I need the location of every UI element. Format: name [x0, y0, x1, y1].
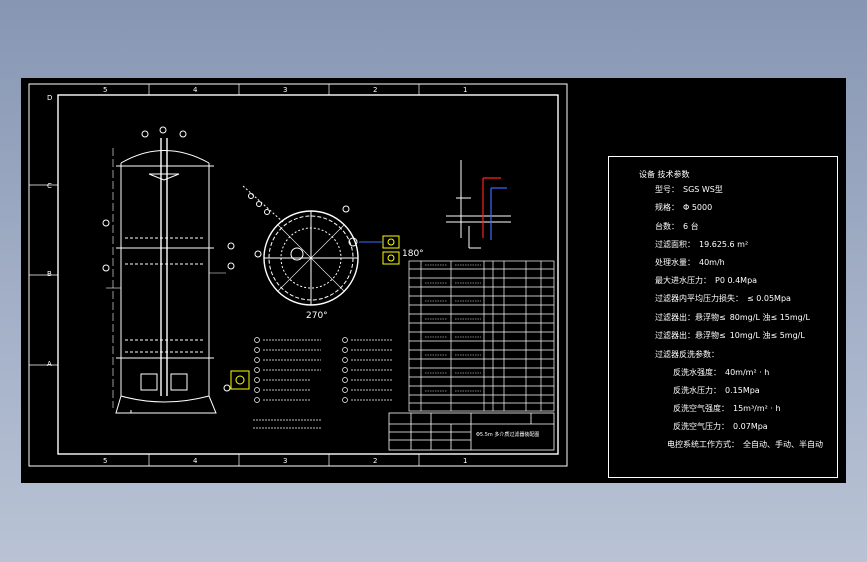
spec-line: 过滤器出：悬浮物≤10mg/L 浊≤ 5mg/L	[655, 330, 805, 341]
spec-value: 6 台	[683, 222, 699, 231]
zone-col-1: 1	[463, 86, 467, 94]
zone-col-1-bottom: 1	[463, 457, 467, 465]
spec-label: 型号：	[655, 185, 679, 194]
spec-heading: 设备 技术参数	[639, 170, 690, 179]
plan-angle-180: 180°	[402, 249, 424, 259]
spec-label: 台数：	[655, 222, 679, 231]
spec-line: 电控系统工作方式： 全自动、手动、半自动	[667, 439, 823, 450]
detail-view-blue	[490, 187, 507, 240]
spec-label: 电控系统工作方式：	[667, 440, 739, 449]
spec-label: 过滤器出：悬浮物≤	[655, 313, 726, 322]
spec-line: 最大进水压力： P0 0.4Mpa	[655, 275, 757, 286]
spec-value: ≤ 0.05Mpa	[747, 294, 791, 303]
title-block-drawing-title: Φ5.5m 多介质过滤器装配图	[476, 431, 539, 438]
spec-line: 反洗空气强度： 15m³/m² · h	[673, 403, 781, 414]
spec-label: 反洗水压力：	[673, 386, 721, 395]
zone-col-4: 4	[193, 86, 198, 94]
spec-line: 反洗水强度： 40m/m² · h	[673, 367, 769, 378]
zone-col-3-bottom: 3	[283, 457, 287, 465]
zone-col-5: 5	[103, 86, 107, 94]
drawing-canvas: 5 4 3 2 1 5 4 3 2 1 D C B A	[28, 83, 568, 467]
zone-row-b: B	[47, 270, 52, 278]
zone-col-5-bottom: 5	[103, 457, 107, 465]
inner-frame	[57, 94, 559, 455]
spec-line: 过滤面积： 19.625.6 m²	[655, 239, 748, 250]
spec-line: 型号： SGS WS型	[655, 184, 723, 195]
spec-line: 处理水量： 40m/h	[655, 257, 725, 268]
spec-value: SGS WS型	[683, 185, 723, 194]
zone-col-3: 3	[283, 86, 287, 94]
spec-value: 19.625.6 m²	[699, 240, 749, 249]
detail-view-red	[482, 177, 501, 238]
spec-line: 规格： Φ 5000	[655, 202, 712, 213]
spec-label: 处理水量：	[655, 258, 695, 267]
spec-line: 台数： 6 台	[655, 221, 699, 232]
nozzle-highlight	[230, 370, 250, 390]
title-block	[388, 412, 555, 451]
spec-label: 反洗水强度：	[673, 368, 721, 377]
zone-col-2: 2	[373, 86, 377, 94]
outer-frame	[28, 83, 568, 467]
spec-value: 全自动、手动、半自动	[743, 440, 823, 449]
zone-row-a: A	[47, 360, 52, 368]
detail-view	[446, 160, 511, 249]
spec-panel: 设备 技术参数 型号： SGS WS型规格： Φ 5000 台数： 6 台过滤面积： 19…	[608, 156, 838, 478]
spec-value: 0.07Mpa	[733, 422, 768, 431]
spec-value: P0 0.4Mpa	[715, 276, 758, 285]
zone-row-d: D	[47, 94, 52, 102]
spec-label: 过滤器反洗参数：	[655, 350, 719, 359]
spec-label: 反洗空气压力：	[673, 422, 729, 431]
spec-value: Φ 5000	[683, 203, 713, 212]
spec-value: 40m/h	[699, 258, 725, 267]
zone-row-c: C	[47, 182, 52, 190]
nozzle-legend	[253, 337, 393, 429]
spec-value: 80mg/L 浊≤ 15mg/L	[729, 313, 810, 322]
spec-label: 过滤面积：	[655, 240, 695, 249]
parts-list-entries	[425, 264, 481, 392]
cad-viewport[interactable]: 5 4 3 2 1 5 4 3 2 1 D C B A	[21, 78, 846, 483]
spec-label: 规格：	[655, 203, 679, 212]
plan-angle-270: 270°	[306, 311, 328, 321]
zone-col-4-bottom: 4	[193, 457, 198, 465]
vessel-plan-view	[242, 185, 359, 306]
spec-value: 15m³/m² · h	[733, 404, 781, 413]
spec-label: 反洗空气强度：	[673, 404, 729, 413]
spec-line: 反洗水压力： 0.15Mpa	[673, 385, 760, 396]
spec-line: 过滤器内平均压力损失： ≤ 0.05Mpa	[655, 293, 791, 304]
spec-line: 过滤器反洗参数：	[655, 349, 723, 360]
spec-value: 40m/m² · h	[725, 368, 770, 377]
spec-label: 过滤器出：悬浮物≤	[655, 331, 726, 340]
vessel-elevation	[102, 126, 235, 414]
zone-col-2-bottom: 2	[373, 457, 377, 465]
spec-value: 10mg/L 浊≤ 5mg/L	[729, 331, 805, 340]
spec-label: 最大进水压力：	[655, 276, 711, 285]
spec-label: 过滤器内平均压力损失：	[655, 294, 743, 303]
spec-value: 0.15Mpa	[725, 386, 760, 395]
spec-line: 反洗空气压力： 0.07Mpa	[673, 421, 768, 432]
plan-nozzle-highlight	[382, 235, 400, 265]
parts-list-table	[408, 260, 555, 412]
spec-line: 过滤器出：悬浮物≤80mg/L 浊≤ 15mg/L	[655, 312, 810, 323]
